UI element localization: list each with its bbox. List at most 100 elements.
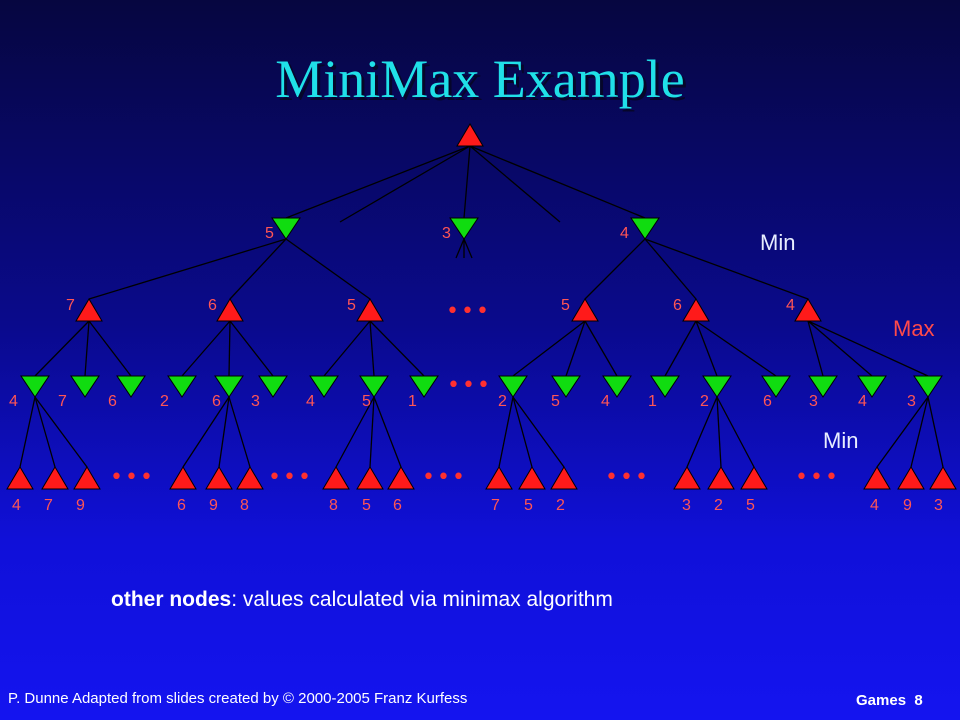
edge-l2-l3-2 xyxy=(88,320,132,377)
edge-l1-stub-0 xyxy=(455,238,465,259)
value-l2-0: 7 xyxy=(66,297,75,314)
edge-l2-l3-0 xyxy=(34,320,90,377)
caption-rest: : values calculated via minimax algorith… xyxy=(231,588,613,611)
footer-page: Games 8 xyxy=(856,692,923,709)
value-l4-4: 9 xyxy=(209,497,218,514)
value-l3-9: 2 xyxy=(498,393,507,410)
max-node-l2-4 xyxy=(682,298,710,322)
ellipsis-l2: ••• xyxy=(446,299,491,324)
value-l4-0: 4 xyxy=(12,497,21,514)
edge-l3-l4-8 xyxy=(373,396,402,468)
edge-l2-l3-11 xyxy=(584,320,618,377)
edge-l2-l3-12 xyxy=(664,320,697,377)
max-leaf-l4-12 xyxy=(673,466,701,490)
value-l3-5: 3 xyxy=(251,393,260,410)
edge-l3-l4-2 xyxy=(34,396,88,468)
edge-l3-l4-15 xyxy=(876,396,929,468)
max-node-l2-3 xyxy=(571,298,599,322)
value-l3-10: 5 xyxy=(551,393,560,410)
edge-l3-l4-5 xyxy=(228,396,251,468)
value-l4-2: 9 xyxy=(76,497,85,514)
edge-l2-l3-17 xyxy=(807,320,929,377)
edge-l3-l4-14 xyxy=(716,396,755,468)
ellipsis-l3: ••• xyxy=(447,373,492,398)
value-l3-6: 4 xyxy=(306,393,315,410)
edge-l2-l3-8 xyxy=(369,320,425,377)
edge-l2-l3-15 xyxy=(807,320,824,377)
min-node-l3-5 xyxy=(258,375,288,398)
value-l4-15: 4 xyxy=(870,497,879,514)
edge-l3-l4-12 xyxy=(686,396,718,468)
value-l4-3: 6 xyxy=(177,497,186,514)
footer-credit: P. Dunne Adapted from slides created by … xyxy=(8,690,468,707)
value-l2-3: 5 xyxy=(561,297,570,314)
edge-root-l1-1 xyxy=(463,145,471,219)
edge-l1-l2-4 xyxy=(644,238,697,300)
edge-l3-l4-16 xyxy=(910,396,929,468)
max-leaf-l4-6 xyxy=(322,466,350,490)
min-node-l3-7 xyxy=(359,375,389,398)
value-l3-0: 4 xyxy=(9,393,18,410)
edge-l3-l4-4 xyxy=(218,396,230,468)
min-node-l3-3 xyxy=(167,375,197,398)
edge-l1-l2-1 xyxy=(229,238,287,300)
max-leaf-l4-17 xyxy=(929,466,957,490)
value-l4-1: 7 xyxy=(44,497,53,514)
value-l2-2: 5 xyxy=(347,297,356,314)
edge-l2-l3-3 xyxy=(181,320,231,377)
min-node-l3-1 xyxy=(70,375,100,398)
min-node-l3-16 xyxy=(857,375,887,398)
edge-l1-l2-5 xyxy=(644,238,809,300)
ellipsis-l4-3: ••• xyxy=(605,465,650,490)
max-node-l2-0 xyxy=(75,298,103,322)
value-l4-14: 5 xyxy=(746,497,755,514)
min-node-l3-17 xyxy=(913,375,943,398)
ellipsis-l4-2: ••• xyxy=(422,465,467,490)
value-l3-17: 3 xyxy=(907,393,916,410)
edge-root-stub-0 xyxy=(339,145,471,223)
edge-l3-l4-10 xyxy=(512,396,533,468)
min-node-l1-1 xyxy=(449,217,479,240)
min-node-l1-2 xyxy=(630,217,660,240)
edge-l3-l4-7 xyxy=(369,396,375,468)
value-l3-14: 6 xyxy=(763,393,772,410)
value-l4-17: 3 xyxy=(934,497,943,514)
max-leaf-l4-15 xyxy=(863,466,891,490)
value-l3-3: 2 xyxy=(160,393,169,410)
edge-l3-l4-6 xyxy=(335,396,375,468)
value-l3-2: 6 xyxy=(108,393,117,410)
max-node-l2-1 xyxy=(216,298,244,322)
value-l3-13: 2 xyxy=(700,393,709,410)
max-leaf-l4-7 xyxy=(356,466,384,490)
min-node-l3-14 xyxy=(761,375,791,398)
max-leaf-l4-9 xyxy=(485,466,513,490)
edge-l3-l4-1 xyxy=(34,396,56,468)
edge-l2-l3-14 xyxy=(695,320,777,377)
max-node-l2-5 xyxy=(794,298,822,322)
edge-l1-l2-0 xyxy=(88,238,287,300)
max-leaf-l4-2 xyxy=(73,466,101,490)
value-l3-15: 3 xyxy=(809,393,818,410)
edge-l1-l2-3 xyxy=(584,238,646,300)
max-leaf-l4-11 xyxy=(550,466,578,490)
max-leaf-l4-3 xyxy=(169,466,197,490)
max-leaf-l4-16 xyxy=(897,466,925,490)
value-l4-11: 2 xyxy=(556,497,565,514)
max-leaf-l4-4 xyxy=(205,466,233,490)
min-node-l1-0 xyxy=(271,217,301,240)
value-l1-1: 3 xyxy=(442,225,451,242)
value-l4-5: 8 xyxy=(240,497,249,514)
min-node-l3-9 xyxy=(498,375,528,398)
ellipsis-l4-1: ••• xyxy=(268,465,313,490)
value-l3-4: 6 xyxy=(212,393,221,410)
min-node-l3-15 xyxy=(808,375,838,398)
value-l3-16: 4 xyxy=(858,393,867,410)
max-leaf-l4-8 xyxy=(387,466,415,490)
min-node-l3-10 xyxy=(551,375,581,398)
edge-root-stub-1 xyxy=(469,145,561,223)
min-node-l3-12 xyxy=(650,375,680,398)
caption: other nodes: values calculated via minim… xyxy=(111,588,613,612)
value-l4-7: 5 xyxy=(362,497,371,514)
edge-l3-l4-0 xyxy=(19,396,36,468)
